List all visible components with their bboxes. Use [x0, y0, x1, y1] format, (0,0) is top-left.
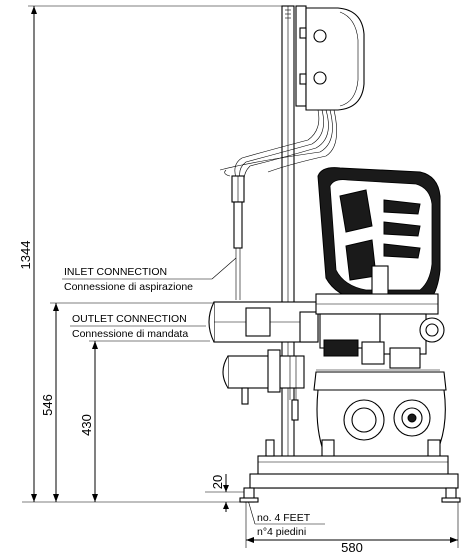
dimension-outlet-height: 430 [79, 340, 210, 502]
inlet-height-value: 546 [40, 394, 55, 416]
pump-motor-section [315, 293, 445, 371]
outlet-connection-callout: OUTLET CONNECTION Connessione di mandata [70, 313, 206, 340]
control-box [295, 5, 365, 111]
base-frame [249, 439, 459, 489]
dimension-overall-width: 580 [245, 498, 459, 555]
dimension-overall-height: 1344 [18, 5, 290, 502]
overall-height-value: 1344 [18, 241, 33, 270]
dimension-feet-height: 20 [205, 474, 250, 512]
feet-label-en: no. 4 FEET [257, 512, 311, 524]
foot-right [441, 487, 461, 503]
dimension-inlet-height: 546 [40, 302, 232, 502]
feet-label-it: n°4 piedini [257, 526, 306, 538]
foot-left [239, 487, 259, 503]
piping [208, 301, 319, 421]
inlet-label-en: INLET CONNECTION [64, 266, 167, 278]
inlet-connection-callout: INLET CONNECTION Connessione di aspirazi… [62, 257, 237, 293]
overall-width-value: 580 [341, 540, 363, 555]
feet-callout: no. 4 FEET n°4 piedini [247, 499, 325, 538]
pump-lower-housing [313, 371, 447, 459]
outlet-height-value: 430 [79, 414, 94, 436]
outlet-label-en: OUTLET CONNECTION [72, 313, 187, 325]
inlet-label-it: Connessione di aspirazione [64, 281, 193, 293]
pump-upper-body [317, 167, 441, 307]
cable-bundle [219, 109, 337, 300]
outlet-label-it: Connessione di mandata [72, 328, 188, 340]
feet-height-value: 20 [210, 475, 225, 489]
